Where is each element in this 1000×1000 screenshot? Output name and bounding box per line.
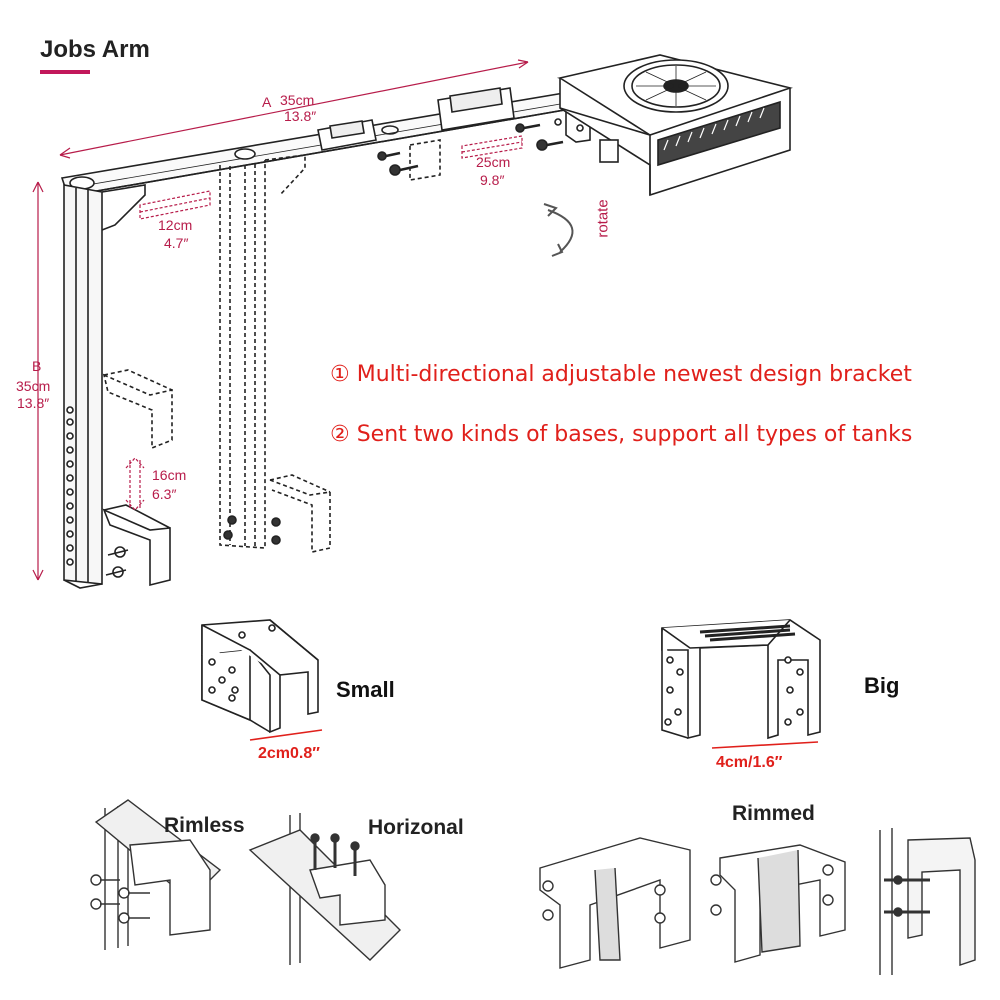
mounted-small-base [102, 504, 171, 587]
dim-16-metric: 16cm [152, 467, 187, 483]
install-rimmed-drawing [539, 828, 976, 975]
feature-text-2: ② Sent two kinds of bases, support all t… [330, 422, 913, 447]
dim-12-imperial: 4.7″ [164, 235, 189, 251]
title-underline [40, 70, 90, 74]
dim-16-imperial: 6.3″ [152, 486, 177, 502]
install-rimless-drawing [90, 799, 222, 950]
ghost-pole [219, 139, 441, 553]
dim-12-metric: 12cm [158, 217, 193, 233]
dim-25-metric: 25cm [476, 154, 511, 170]
feature-text-1: ① Multi-directional adjustable newest de… [330, 362, 912, 387]
page-title: Jobs Arm [40, 36, 150, 63]
install-horizontal-label: Horizonal [368, 816, 464, 839]
rotate-label: rotate [594, 199, 612, 238]
small-base-label: Small [336, 677, 395, 702]
dim-line-a [59, 61, 529, 156]
pole-holes [66, 406, 74, 566]
vertical-pole [63, 184, 146, 589]
small-base-drawing [201, 619, 323, 741]
dim-a-metric: 35cm [280, 92, 315, 108]
small-base-width: 2cm0.8″ [258, 745, 320, 762]
big-base-label: Big [864, 673, 900, 698]
aquarium-light-unit [556, 54, 793, 197]
dim-25-imperial: 9.8″ [480, 172, 505, 188]
dim-b-metric: 35cm [16, 378, 51, 394]
big-base-drawing [661, 619, 821, 749]
install-rimmed-label: Rimmed [732, 802, 815, 825]
install-horizontal-drawing [248, 813, 401, 965]
dim-a-imperial: 13.8″ [284, 108, 317, 124]
screws [223, 123, 564, 545]
dim-b-letter: B [32, 358, 42, 374]
install-rimless-label: Rimless [164, 814, 245, 837]
big-base-width: 4cm/1.6″ [716, 754, 783, 771]
ghost-base-left [102, 369, 173, 450]
rotate-arrow-icon [543, 203, 574, 257]
dim-b-imperial: 13.8″ [17, 395, 50, 411]
dim-a-letter: A [262, 94, 272, 110]
